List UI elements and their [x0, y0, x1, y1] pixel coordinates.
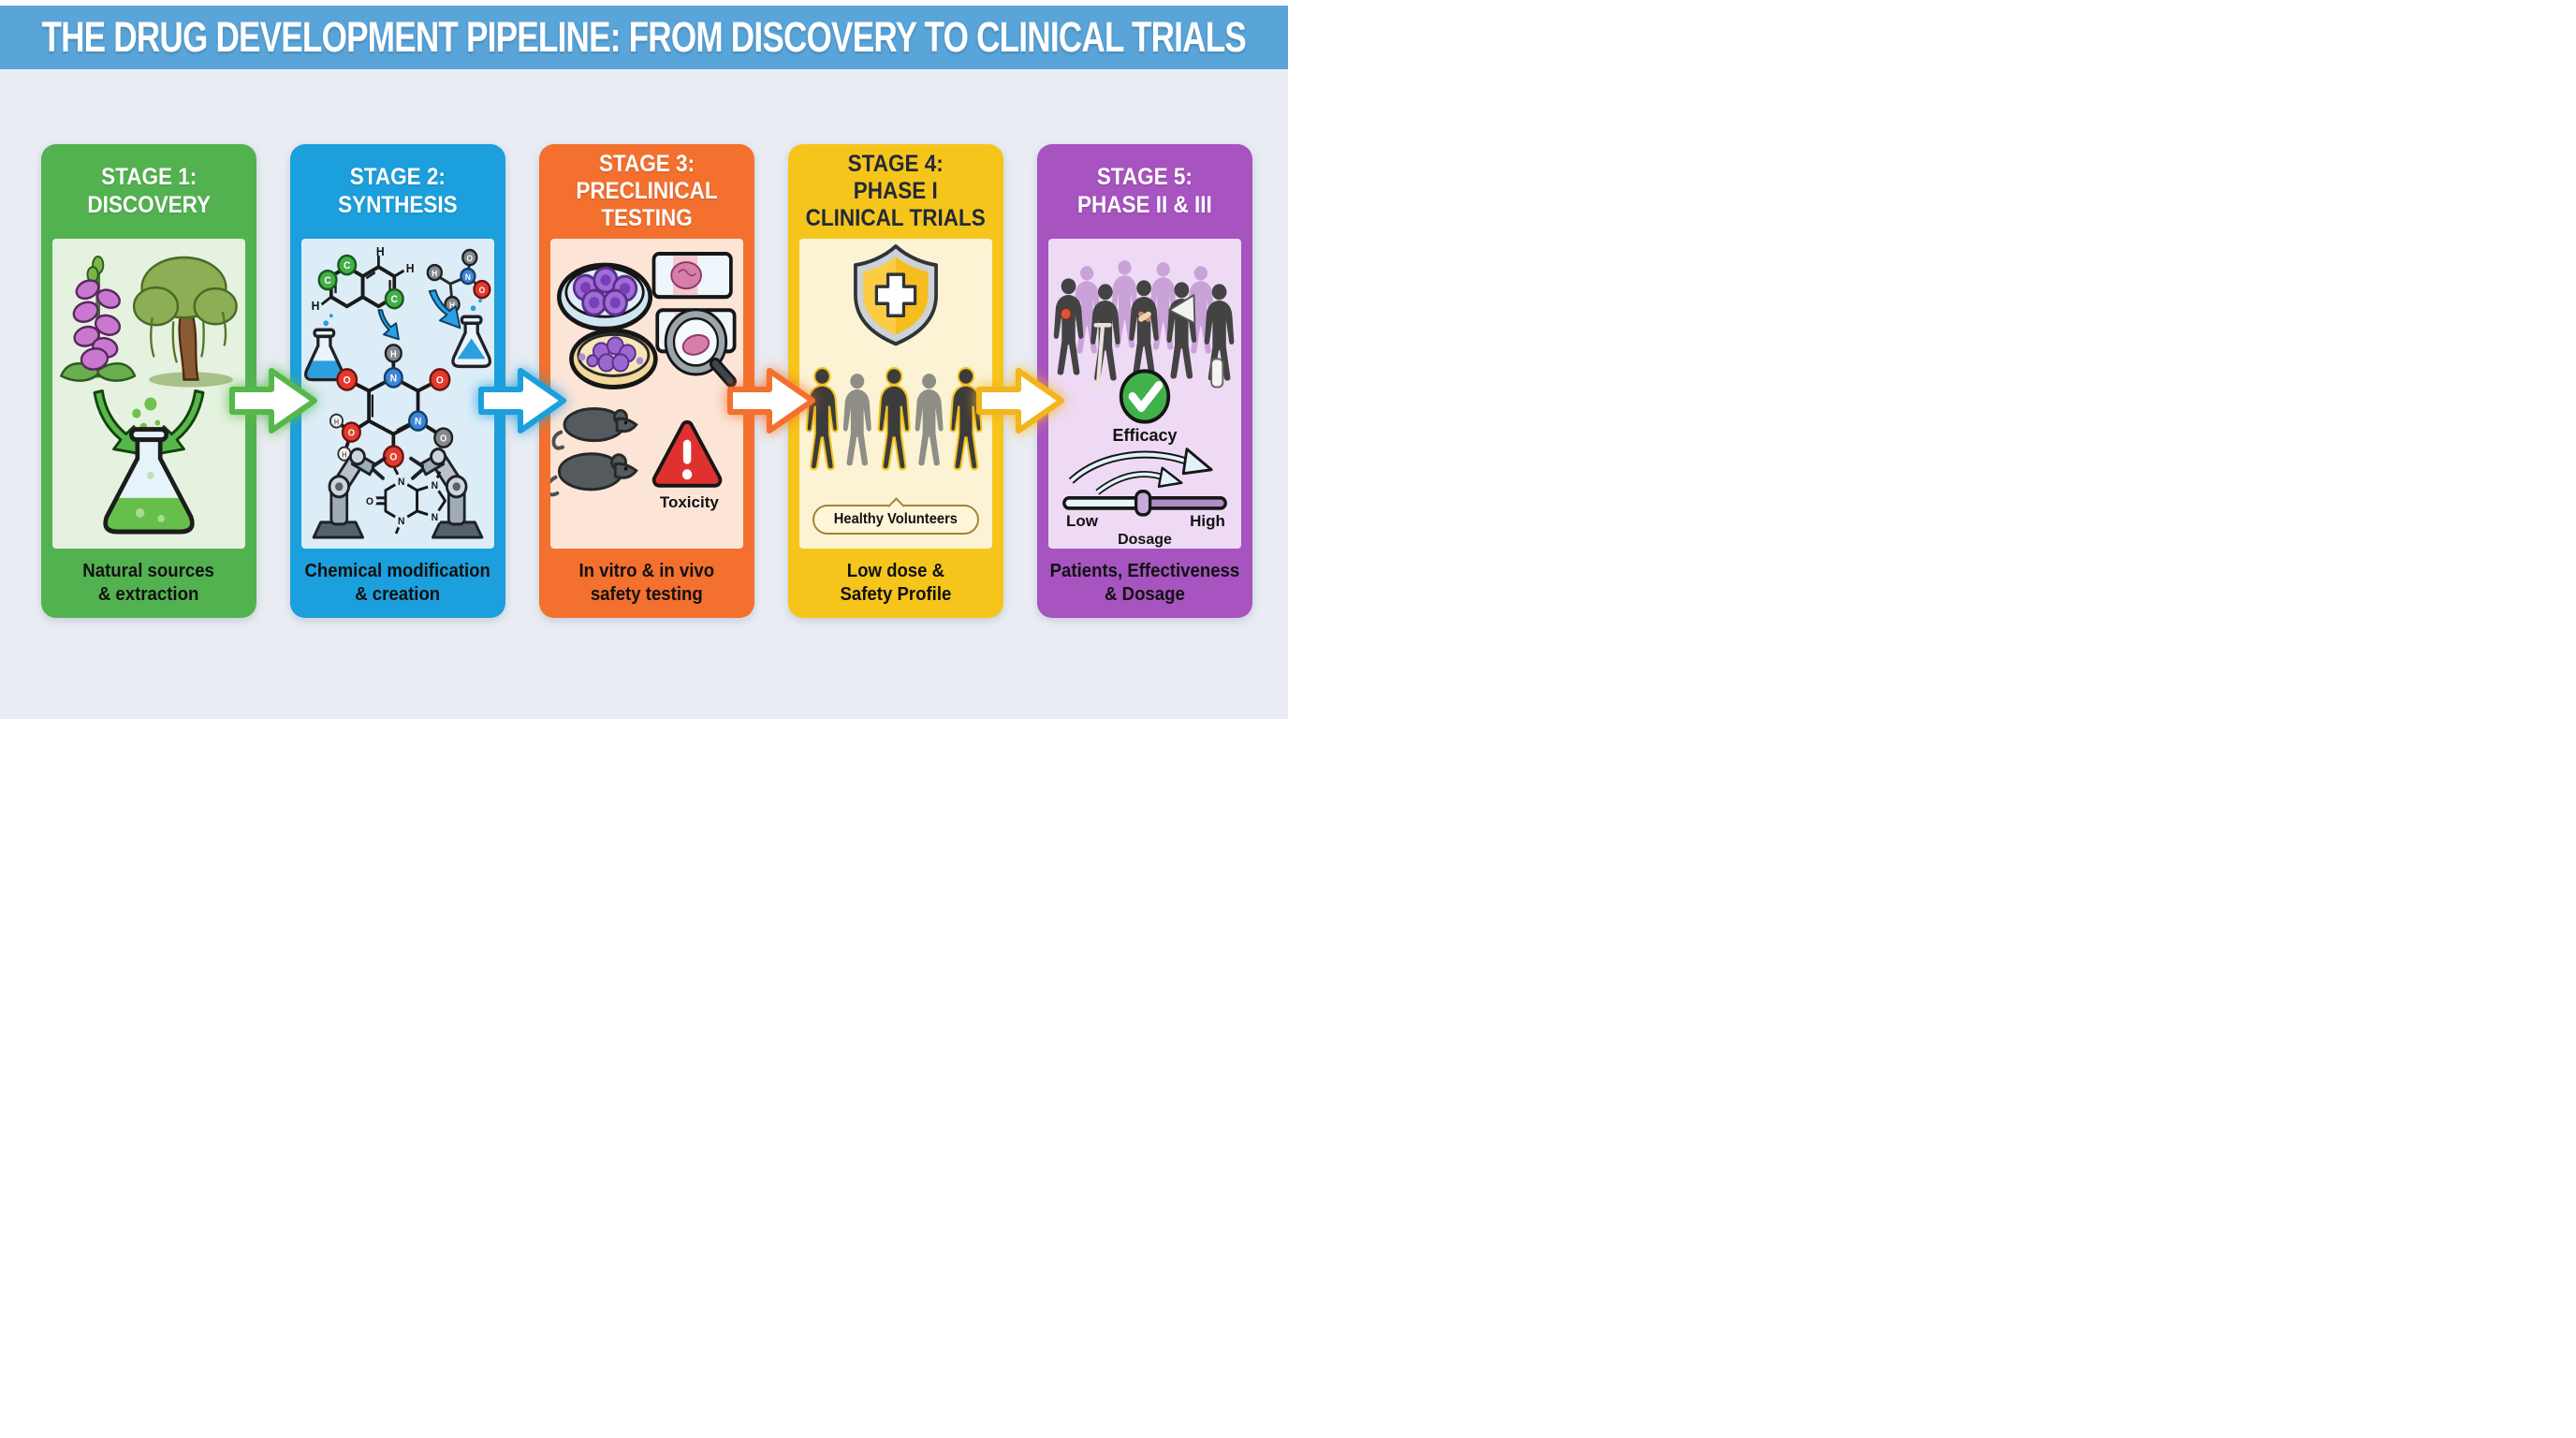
svg-text:H: H	[376, 245, 385, 258]
stage-2-title: STAGE 2: SYNTHESIS	[338, 164, 458, 218]
toxicity-label: Toxicity	[659, 493, 719, 511]
willow-tree-icon	[132, 256, 238, 388]
svg-text:H: H	[449, 301, 455, 310]
efficacy-check-icon	[1119, 369, 1171, 424]
stage-2-panel: C C C H H H	[301, 239, 494, 549]
petri-dish-icon	[569, 328, 658, 389]
stage-3-caption: In vitro & in vivo safety testing	[578, 561, 715, 605]
reaction-flask-icon	[303, 314, 344, 382]
svg-text:N: N	[465, 272, 471, 282]
lab-mouse-icon	[551, 407, 638, 450]
svg-text:H: H	[432, 269, 437, 278]
stage-4-caption: Low dose & Safety Profile	[840, 561, 952, 605]
flow-arrow-icon	[228, 361, 318, 440]
svg-text:N: N	[432, 480, 438, 492]
svg-text:C: C	[391, 294, 399, 305]
stage1-illustration	[59, 256, 238, 535]
infographic-page: THE DRUG DEVELOPMENT PIPELINE: FROM DISC…	[0, 0, 1288, 719]
stage-4-panel: Healthy Volunteers	[799, 239, 992, 549]
flow-arrow-icon	[477, 361, 567, 440]
stage3-illustration	[550, 252, 737, 497]
stage-5-panel: Efficacy Low High Dosage	[1048, 239, 1241, 549]
stage-card-5: STAGE 5: PHASE II & III	[1037, 144, 1252, 618]
svg-text:H: H	[342, 450, 347, 459]
svg-text:N: N	[398, 516, 404, 527]
svg-text:N: N	[390, 373, 397, 384]
svg-text:C: C	[344, 260, 351, 271]
svg-text:H: H	[390, 349, 397, 360]
stage4-illustration	[805, 244, 983, 471]
extract-flask-icon	[103, 397, 195, 535]
stage-4-title: STAGE 4: PHASE I CLINICAL TRIALS	[805, 150, 987, 232]
robot-arm-icon	[312, 448, 387, 539]
svg-text:O: O	[366, 496, 373, 507]
stage-card-1: STAGE 1: DISCOVERY	[41, 144, 256, 618]
stage-card-2: STAGE 2: SYNTHESIS C	[290, 144, 505, 618]
stage-3-panel: Toxicity	[550, 239, 743, 549]
svg-text:O: O	[467, 254, 474, 263]
stage-2-caption: Chemical modification & creation	[304, 561, 491, 605]
svg-text:O: O	[348, 428, 356, 438]
stage-1-caption: Natural sources & extraction	[82, 561, 215, 605]
tissue-slide-icon	[651, 252, 733, 300]
ball-and-stick-molecule-icon: H O H N O	[426, 248, 491, 314]
stage-1-title: STAGE 1: DISCOVERY	[87, 164, 211, 218]
stage-5-caption: Patients, Effectiveness & Dosage	[1049, 561, 1240, 605]
svg-text:O: O	[436, 374, 444, 386]
dosage-curve-arrow-icon	[1068, 448, 1213, 495]
flow-arrow-icon	[975, 361, 1065, 440]
patient-detail-icon	[1060, 294, 1224, 391]
top-strip	[0, 0, 1288, 6]
blue-arrow-icon	[377, 289, 461, 341]
efficacy-label: Efficacy	[1112, 426, 1178, 445]
foxglove-flower-icon	[59, 256, 137, 382]
stage-3-title: STAGE 3: PRECLINICAL TESTING	[576, 150, 718, 232]
healthy-volunteers-badge: Healthy Volunteers	[812, 505, 979, 535]
dosage-low-label: Low	[1066, 512, 1098, 530]
chemical-ring-atoms-icon: C C C H H H	[312, 245, 415, 314]
dosage-label: Dosage	[1118, 532, 1172, 548]
dosage-high-label: High	[1190, 512, 1225, 530]
title-banner: THE DRUG DEVELOPMENT PIPELINE: FROM DISC…	[0, 6, 1288, 69]
magnifier-icon	[664, 308, 737, 388]
svg-text:O: O	[344, 374, 351, 386]
medical-shield-cross-icon	[854, 244, 938, 346]
dosage-slider-icon	[1062, 490, 1227, 517]
svg-text:C: C	[324, 275, 331, 286]
infographic-title: THE DRUG DEVELOPMENT PIPELINE: FROM DISC…	[41, 13, 1247, 61]
svg-text:O: O	[440, 433, 447, 444]
skeletal-formula-icon: N N N N O	[362, 466, 446, 535]
svg-text:O: O	[389, 451, 397, 462]
petri-dish-icon	[557, 262, 653, 331]
lab-mouse-icon	[550, 452, 638, 497]
svg-text:N: N	[398, 476, 404, 487]
svg-text:H: H	[334, 418, 340, 426]
warning-triangle-icon	[651, 419, 723, 488]
svg-text:N: N	[432, 512, 438, 523]
stage-card-3: STAGE 3: PRECLINICAL TESTING	[539, 144, 754, 618]
reaction-flask-icon	[451, 299, 492, 369]
stage2-illustration: C C C H H H	[303, 245, 492, 539]
patient-crowd-icon	[1053, 260, 1235, 381]
large-molecule-icon: O O O N N H O O H H	[329, 344, 454, 468]
robot-arm-icon	[409, 448, 484, 539]
svg-text:O: O	[479, 286, 486, 295]
svg-text:H: H	[406, 262, 415, 275]
stage-card-4: STAGE 4: PHASE I CLINICAL TRIALS	[788, 144, 1003, 618]
svg-text:H: H	[312, 300, 320, 313]
stage-5-title: STAGE 5: PHASE II & III	[1077, 164, 1212, 218]
stage5-illustration	[1053, 260, 1235, 517]
svg-text:N: N	[415, 416, 421, 427]
volunteer-silhouette-icon	[805, 366, 983, 471]
stage-1-panel	[52, 239, 245, 549]
flow-arrow-icon	[726, 361, 816, 440]
